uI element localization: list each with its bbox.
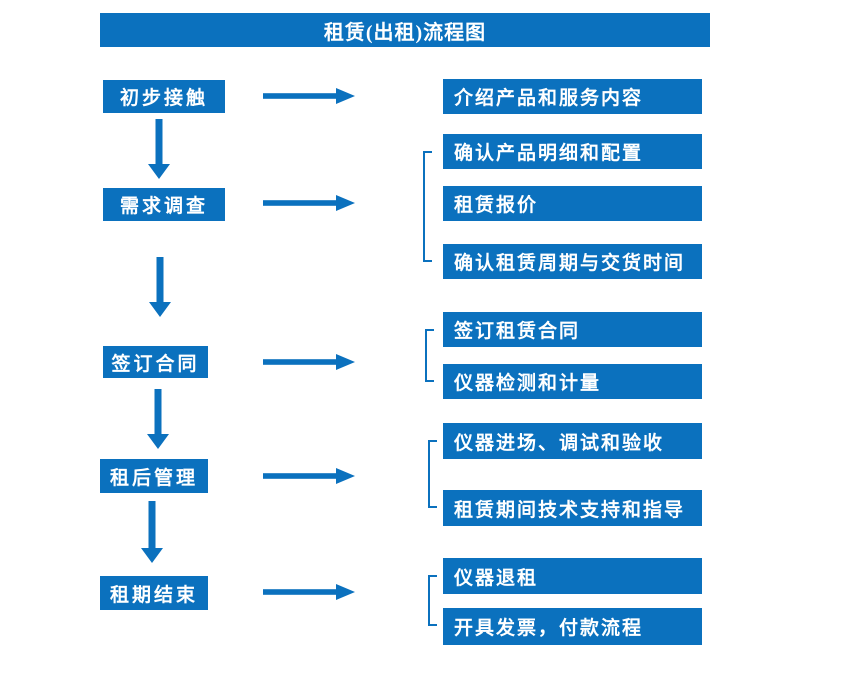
step-box-sign-contract: 签订合同 (103, 346, 208, 378)
step-box-rental-end: 租期结束 (100, 576, 208, 610)
output-box-rental-quotation: 租赁报价 (443, 186, 702, 221)
flow-title: 租赁(出租)流程图 (100, 13, 710, 47)
step-box-initial-contact: 初步接触 (103, 80, 225, 113)
down-arrow-icon (147, 389, 169, 449)
output-box-confirm-period-delivery: 确认租赁周期与交货时间 (443, 244, 702, 279)
output-box-sign-lease-contract: 签订租赁合同 (443, 312, 702, 347)
output-box-instrument-setup-acceptance: 仪器进场、调试和验收 (443, 423, 702, 459)
step-box-post-rental-management: 租后管理 (100, 459, 208, 493)
bracket-connector (423, 151, 432, 262)
right-arrow-icon (263, 468, 355, 484)
down-arrow-icon (149, 257, 171, 317)
step-box-demand-survey: 需求调查 (103, 188, 225, 221)
bracket-connector (428, 575, 437, 626)
right-arrow-icon (263, 195, 355, 211)
right-arrow-icon (263, 88, 355, 104)
down-arrow-icon (141, 501, 163, 563)
output-box-invoice-payment: 开具发票，付款流程 (443, 608, 702, 645)
output-box-tech-support: 租赁期间技术支持和指导 (443, 490, 702, 526)
output-box-instrument-testing: 仪器检测和计量 (443, 364, 702, 399)
right-arrow-icon (263, 584, 355, 600)
right-arrow-icon (263, 354, 355, 370)
output-box-instrument-return: 仪器退租 (443, 558, 702, 594)
bracket-connector (428, 440, 437, 508)
down-arrow-icon (148, 119, 170, 179)
output-box-introduce-products: 介绍产品和服务内容 (443, 79, 702, 114)
bracket-connector (425, 329, 434, 382)
output-box-confirm-product-details: 确认产品明细和配置 (443, 134, 702, 169)
